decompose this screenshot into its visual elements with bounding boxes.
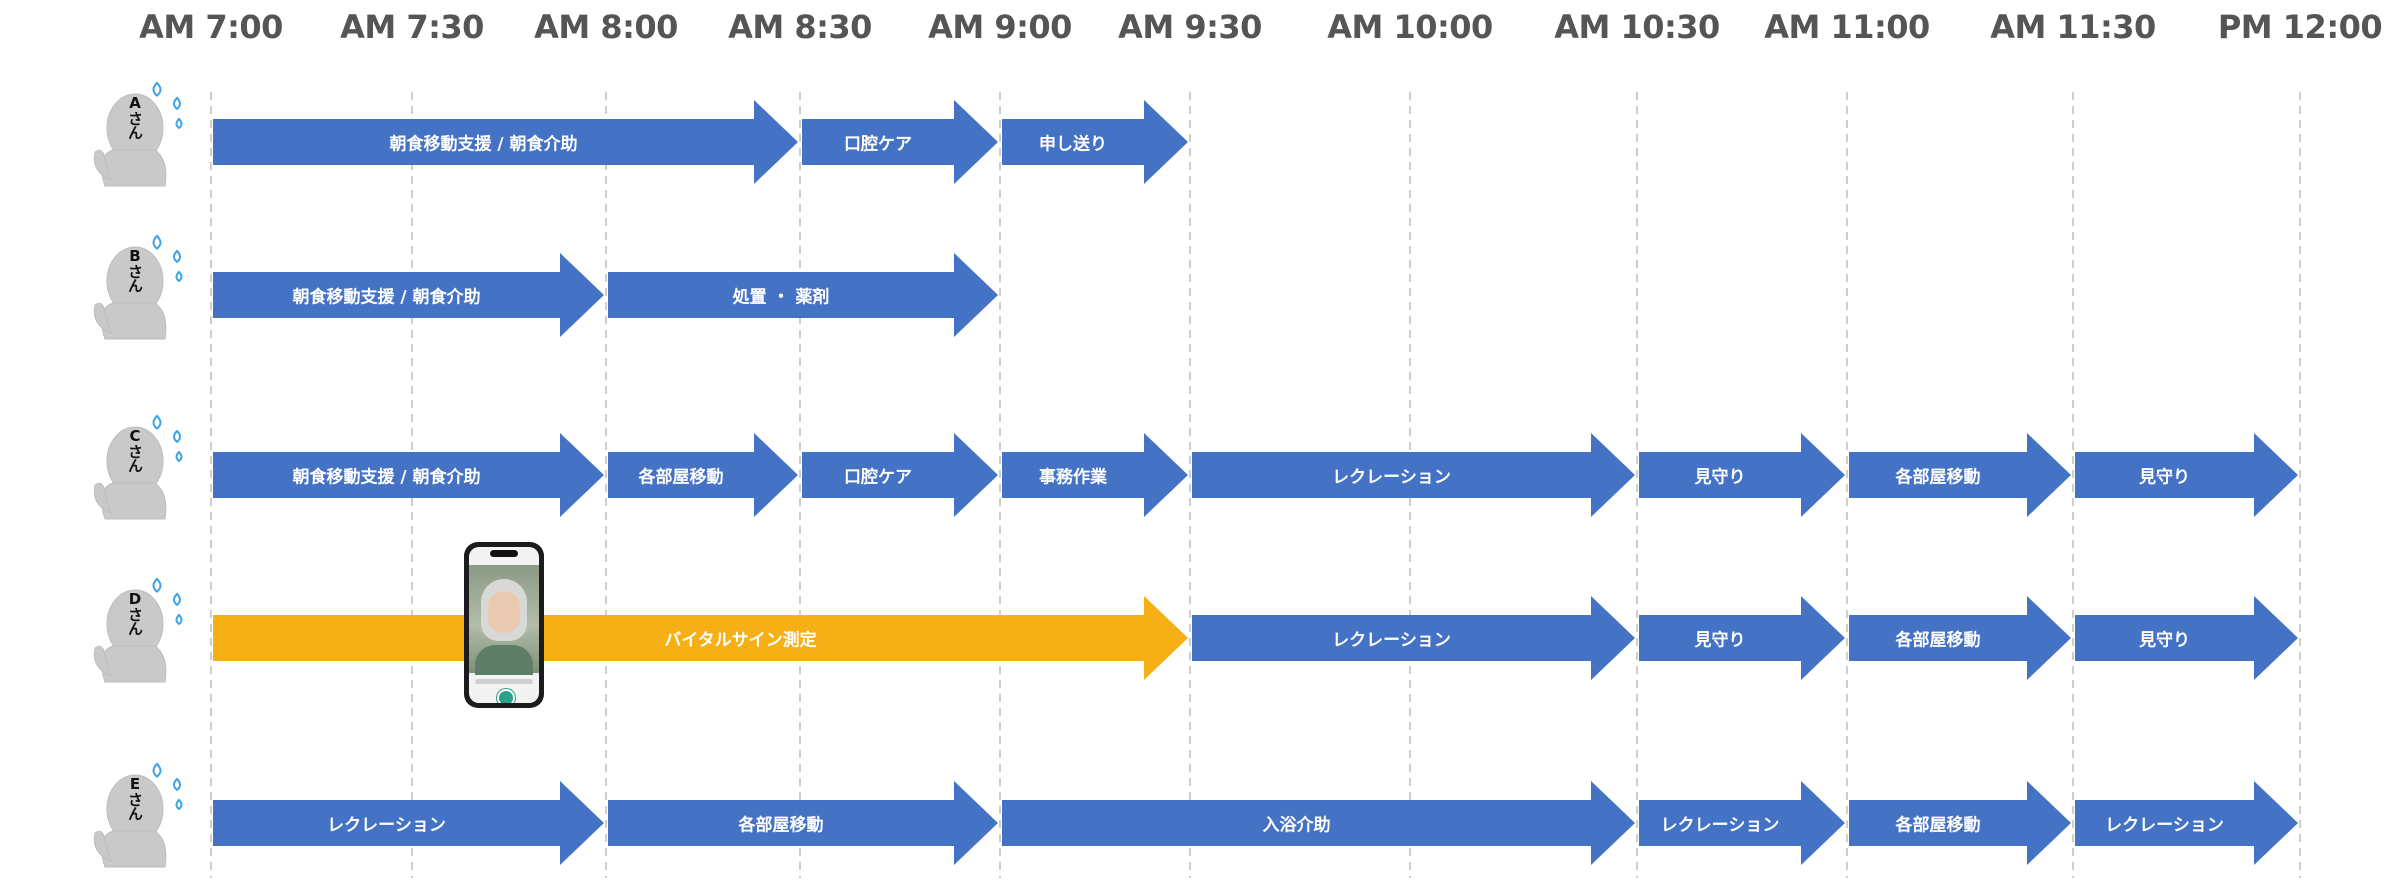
sweat-drop-icon [173, 96, 181, 111]
task-arrow [802, 433, 998, 517]
task-arrow [213, 253, 604, 337]
time-label: PM 12:00 [2217, 8, 2383, 46]
task-arrow [2075, 781, 2298, 865]
sweat-drop-icon [173, 429, 181, 444]
task-arrow [1849, 433, 2071, 517]
sweat-drop-icon [152, 577, 162, 593]
time-label: AM 8:30 [728, 8, 872, 46]
sweat-drop-icon [173, 249, 181, 264]
person-name: Eさん [126, 775, 144, 820]
time-label: AM 9:00 [928, 8, 1072, 46]
sweat-drop-icon [175, 798, 183, 811]
person-avatar-icon [93, 81, 183, 187]
sweat-drop-icon [175, 270, 183, 283]
person-avatar-icon [93, 234, 183, 340]
person-name: Cさん [126, 427, 144, 472]
sweat-drop-icon [152, 414, 162, 430]
person-avatar-icon [93, 414, 183, 520]
task-arrow [608, 253, 998, 337]
task-arrow [1192, 596, 1635, 680]
elderly-woman-photo [469, 565, 539, 675]
person-avatar-icon [93, 762, 183, 868]
measurement-progress-bar [475, 679, 533, 684]
sweat-drop-icon [175, 450, 183, 463]
task-arrow [1639, 596, 1845, 680]
person-name: Dさん [126, 590, 144, 635]
task-arrow [2075, 433, 2298, 517]
task-arrow [1849, 596, 2071, 680]
task-arrow [608, 781, 998, 865]
smartphone-device [464, 542, 544, 708]
person-avatar-icon [93, 577, 183, 683]
task-arrow [2075, 596, 2298, 680]
task-arrow [1002, 781, 1635, 865]
task-arrow [213, 781, 604, 865]
person-name: Bさん [126, 247, 144, 292]
time-label: AM 10:30 [1554, 8, 1720, 46]
capture-button-icon [497, 689, 515, 703]
task-arrow [1192, 433, 1635, 517]
time-label: AM 11:00 [1764, 8, 1930, 46]
task-arrow [213, 433, 604, 517]
time-label: AM 11:30 [1990, 8, 2156, 46]
task-arrow [1002, 100, 1188, 184]
time-label: AM 7:30 [340, 8, 484, 46]
time-label: AM 7:00 [139, 8, 283, 46]
phone-screen [469, 547, 539, 703]
task-arrow [1639, 433, 1845, 517]
sweat-drop-icon [152, 762, 162, 778]
task-arrow [1002, 433, 1188, 517]
time-label: AM 9:30 [1118, 8, 1262, 46]
person-name: Aさん [126, 94, 144, 139]
task-arrow-highlight [213, 596, 1188, 680]
task-arrow [1639, 781, 1845, 865]
task-arrow [213, 100, 798, 184]
sweat-drop-icon [152, 81, 162, 97]
task-arrow [608, 433, 798, 517]
time-label: AM 10:00 [1327, 8, 1493, 46]
task-arrow [802, 100, 998, 184]
task-arrow [1849, 781, 2071, 865]
sweat-drop-icon [173, 777, 181, 792]
sweat-drop-icon [152, 234, 162, 250]
sweat-drop-icon [175, 117, 183, 130]
phone-notch [490, 550, 518, 557]
sweat-drop-icon [173, 592, 181, 607]
sweat-drop-icon [175, 613, 183, 626]
time-label: AM 8:00 [534, 8, 678, 46]
